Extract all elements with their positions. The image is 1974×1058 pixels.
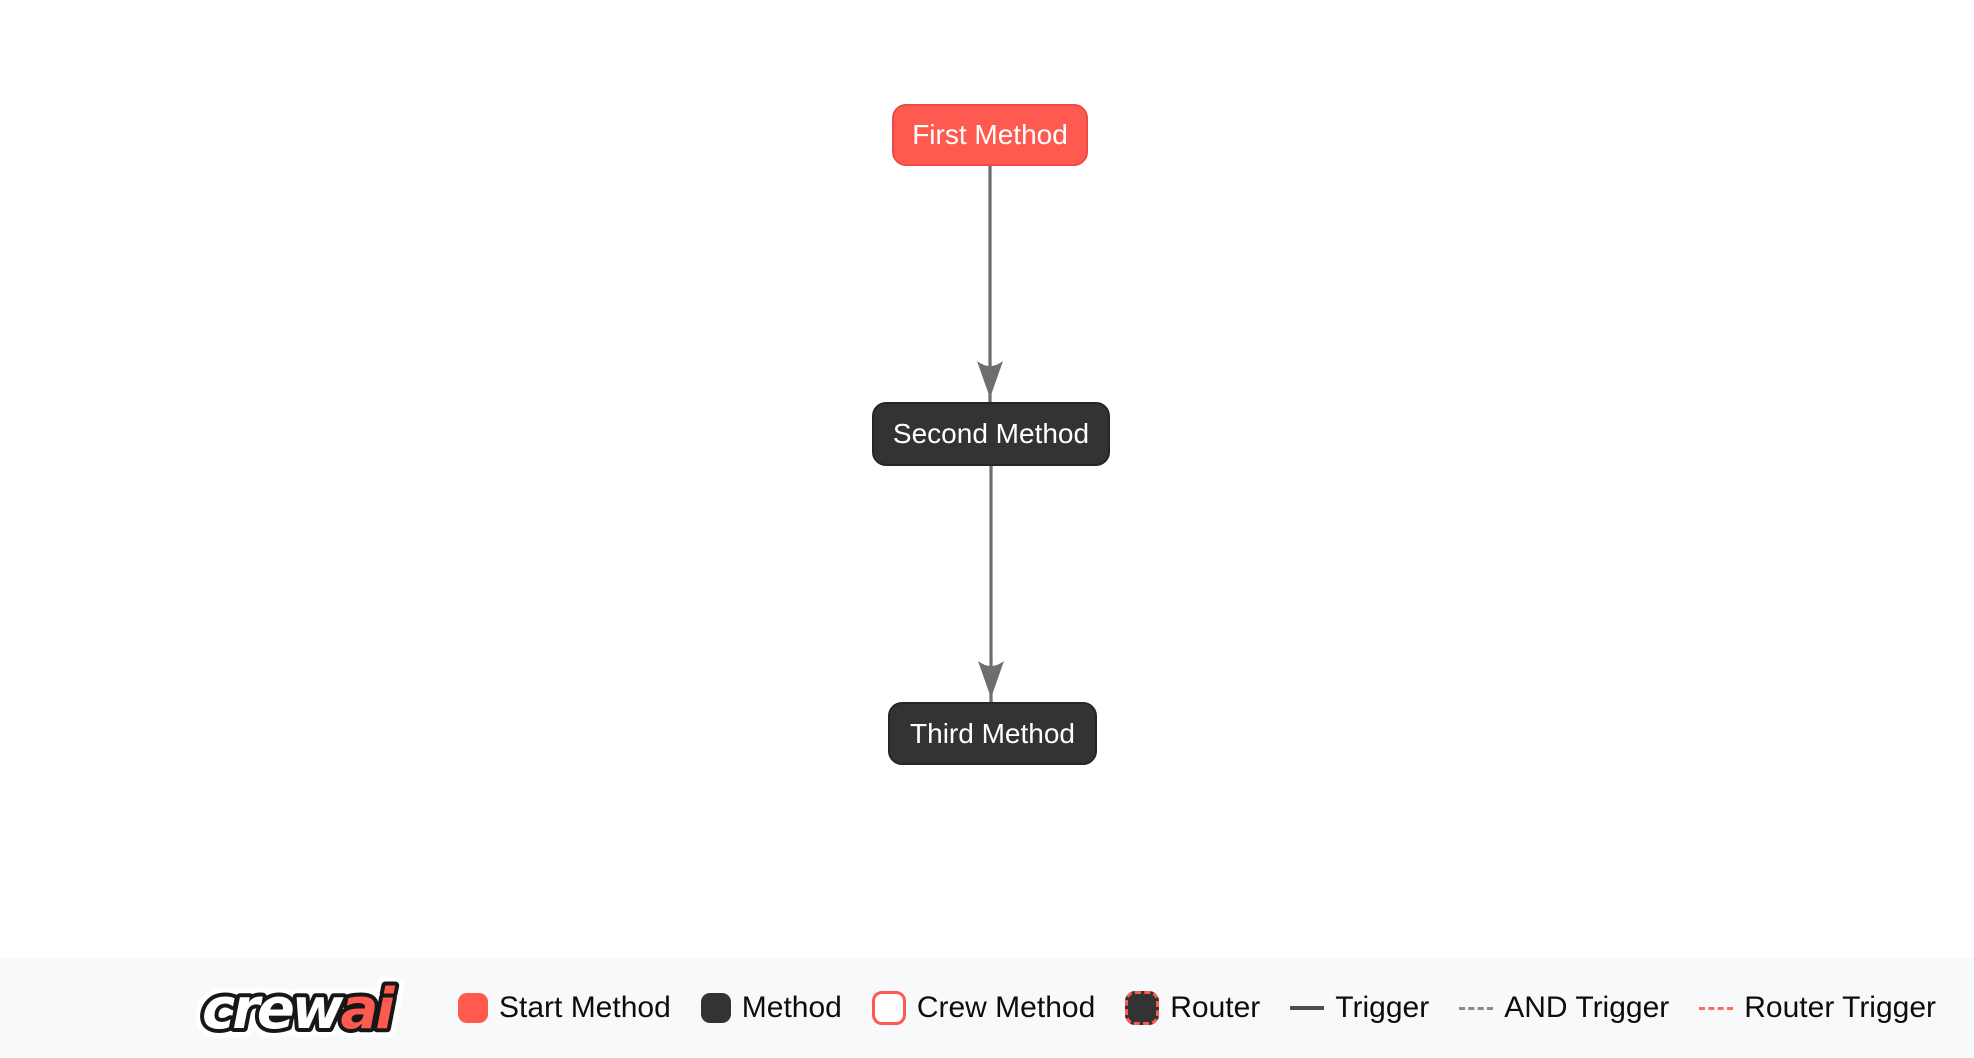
legend-label: Trigger — [1335, 991, 1430, 1024]
arrowhead-icon — [977, 361, 1003, 398]
arrowhead-icon — [978, 661, 1004, 698]
legend-item-router-trigger: Router Trigger — [1699, 991, 1936, 1025]
legend-label: AND Trigger — [1504, 991, 1670, 1024]
legend-item-and-trigger: AND Trigger — [1459, 991, 1669, 1025]
legend-item-crew-method: Crew Method — [871, 991, 1096, 1025]
node-second-method[interactable]: Second Method — [872, 402, 1110, 466]
legend-item-start-method: Start Method — [458, 991, 671, 1025]
legend-label: Router — [1170, 991, 1261, 1024]
trigger-edge — [977, 166, 1003, 402]
legend-label: Crew Method — [916, 991, 1096, 1024]
router-swatch-icon — [1125, 991, 1160, 1025]
crewai-logo: crewai crewai — [196, 968, 407, 1050]
node-third-method[interactable]: Third Method — [888, 702, 1097, 765]
legend-item-trigger: Trigger — [1290, 991, 1429, 1025]
crew-method-swatch-icon — [871, 991, 906, 1025]
and-trigger-line-icon — [1459, 1006, 1494, 1010]
legend-label: Start Method — [499, 991, 671, 1024]
legend-item-method: Method — [700, 991, 842, 1025]
legend-label: Router Trigger — [1744, 991, 1937, 1024]
trigger-edge — [978, 466, 1004, 702]
legend-bar: crewai crewai Start Method Method Crew M… — [0, 958, 1974, 1058]
flow-canvas[interactable]: First Method Second Method Third Method — [0, 0, 1974, 958]
start-method-swatch-icon — [458, 993, 488, 1023]
trigger-line-icon — [1290, 1006, 1325, 1010]
router-trigger-line-icon — [1699, 1006, 1734, 1010]
legend-label: Method — [741, 991, 842, 1024]
svg-text:crewai: crewai — [202, 977, 395, 1042]
node-label: Second Method — [892, 418, 1090, 449]
node-label: Third Method — [910, 717, 1075, 749]
node-first-method[interactable]: First Method — [892, 104, 1088, 166]
node-label: First Method — [912, 119, 1068, 150]
legend-item-router: Router — [1125, 991, 1260, 1025]
method-swatch-icon — [700, 993, 731, 1023]
